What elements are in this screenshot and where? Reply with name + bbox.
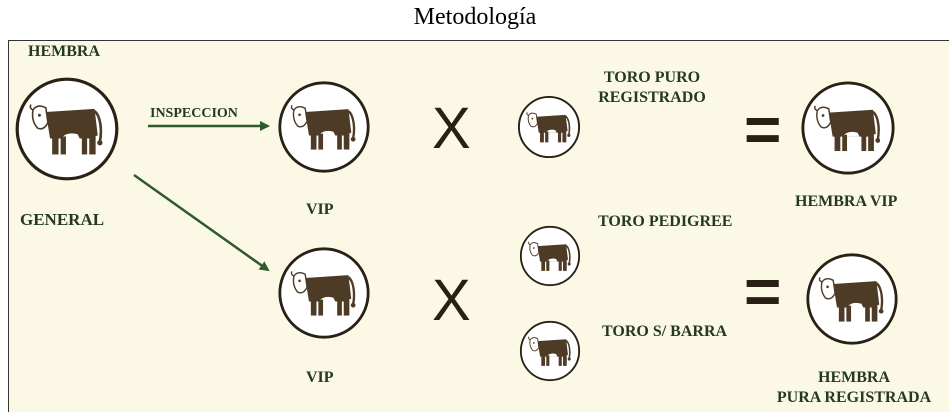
cow-icon bbox=[519, 225, 581, 287]
label-toro-barra: TORO S/ BARRA bbox=[602, 323, 728, 340]
times-operator-top: X bbox=[432, 96, 471, 161]
label-hembra: HEMBRA bbox=[28, 43, 100, 60]
label-hembra-pura: HEMBRA PURA REGISTRADA bbox=[760, 368, 948, 408]
cow-icon bbox=[800, 80, 896, 176]
diagram-panel bbox=[8, 40, 949, 412]
cow-icon bbox=[805, 252, 899, 346]
label-vip-top: VIP bbox=[306, 201, 334, 218]
label-hembra-vip: HEMBRA VIP bbox=[795, 193, 898, 210]
times-operator-bottom: X bbox=[432, 268, 471, 333]
cow-icon bbox=[277, 246, 371, 340]
label-toro-puro-line1: TORO PURO bbox=[603, 69, 701, 86]
diagonal-arrow bbox=[133, 173, 270, 272]
label-toro-pedigree: TORO PEDIGREE bbox=[598, 213, 733, 230]
equals-operator-bottom: = bbox=[744, 255, 782, 327]
label-toro-puro: TORO PURO REGISTRADO bbox=[592, 68, 712, 108]
diagram-title: Metodología bbox=[413, 4, 537, 30]
cow-icon bbox=[519, 320, 581, 382]
label-inspeccion: INSPECCION bbox=[150, 106, 238, 121]
cow-icon bbox=[517, 95, 581, 159]
cow-icon bbox=[14, 76, 120, 182]
equals-operator-top: = bbox=[744, 93, 782, 165]
label-hembra-pura-line2: PURA REGISTRADA bbox=[776, 389, 932, 406]
label-general: GENERAL bbox=[20, 210, 105, 229]
label-hembra-pura-line1: HEMBRA bbox=[818, 369, 890, 386]
cow-icon bbox=[277, 80, 371, 174]
label-vip-bottom: VIP bbox=[306, 369, 334, 386]
label-toro-puro-line2: REGISTRADO bbox=[598, 89, 706, 106]
